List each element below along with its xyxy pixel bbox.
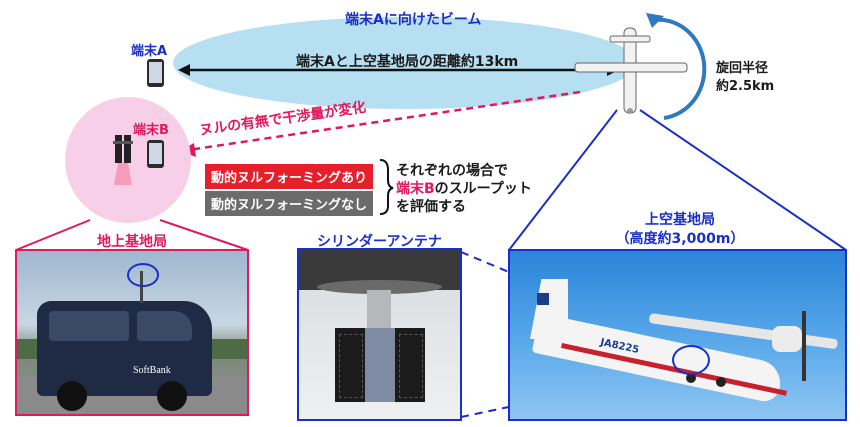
ground-callout-lines bbox=[15, 219, 249, 416]
aerial-callout-right bbox=[639, 109, 847, 251]
turn-radius-arrow bbox=[651, 17, 707, 120]
distance-label: 端末Aと上空基地局の距離約13km bbox=[296, 54, 519, 70]
beam-ellipse bbox=[173, 17, 637, 109]
beam-label: 端末Aに向けたビーム bbox=[345, 12, 482, 28]
tag-with-null: 動的ヌルフォーミングあり bbox=[205, 164, 374, 189]
cylinder-panel-border bbox=[297, 248, 462, 421]
cylinder-antenna-title: シリンダーアンテナ bbox=[317, 234, 442, 250]
aerial-panel-border bbox=[508, 249, 847, 421]
turn-radius-line2: 約2.5km bbox=[716, 79, 775, 94]
terminal-b-label: 端末B bbox=[133, 123, 169, 138]
ground-station-photo: SoftBank bbox=[17, 251, 247, 414]
aerial-callout-left bbox=[508, 109, 618, 251]
eval-line2-highlight: 端末B bbox=[396, 181, 435, 197]
antenna-highlight-circle bbox=[672, 345, 710, 375]
cylinder-antenna-photo bbox=[299, 250, 460, 419]
null-arrow bbox=[187, 90, 581, 152]
eval-line3: を評価する bbox=[396, 199, 466, 215]
aerial-station-photo: JA8225 bbox=[510, 251, 845, 419]
terminal-a-label: 端末A bbox=[131, 44, 168, 59]
van-antenna-highlight bbox=[127, 263, 159, 287]
ground-antenna-icon bbox=[113, 135, 133, 185]
tag-without-null: 動的ヌルフォーミングなし bbox=[205, 191, 374, 216]
van-logo: SoftBank bbox=[133, 365, 171, 376]
eval-line1: それぞれの場合で bbox=[396, 163, 508, 179]
eval-line2: 端末Bのスループット bbox=[396, 178, 532, 198]
distance-arrowhead-left bbox=[178, 64, 190, 76]
eval-brace bbox=[379, 159, 394, 215]
eval-line2-rest: のスループット bbox=[434, 181, 532, 197]
turn-radius-line1: 旋回半径 bbox=[716, 61, 769, 76]
aerial-station-title-line2: （高度約3,000m） bbox=[615, 231, 745, 247]
aerial-station-plane-icon bbox=[574, 27, 688, 114]
ground-station-title: 地上基地局 bbox=[97, 234, 167, 250]
aerial-station-title-line1: 上空基地局 bbox=[645, 212, 715, 228]
turn-radius-arrowhead bbox=[646, 13, 664, 28]
